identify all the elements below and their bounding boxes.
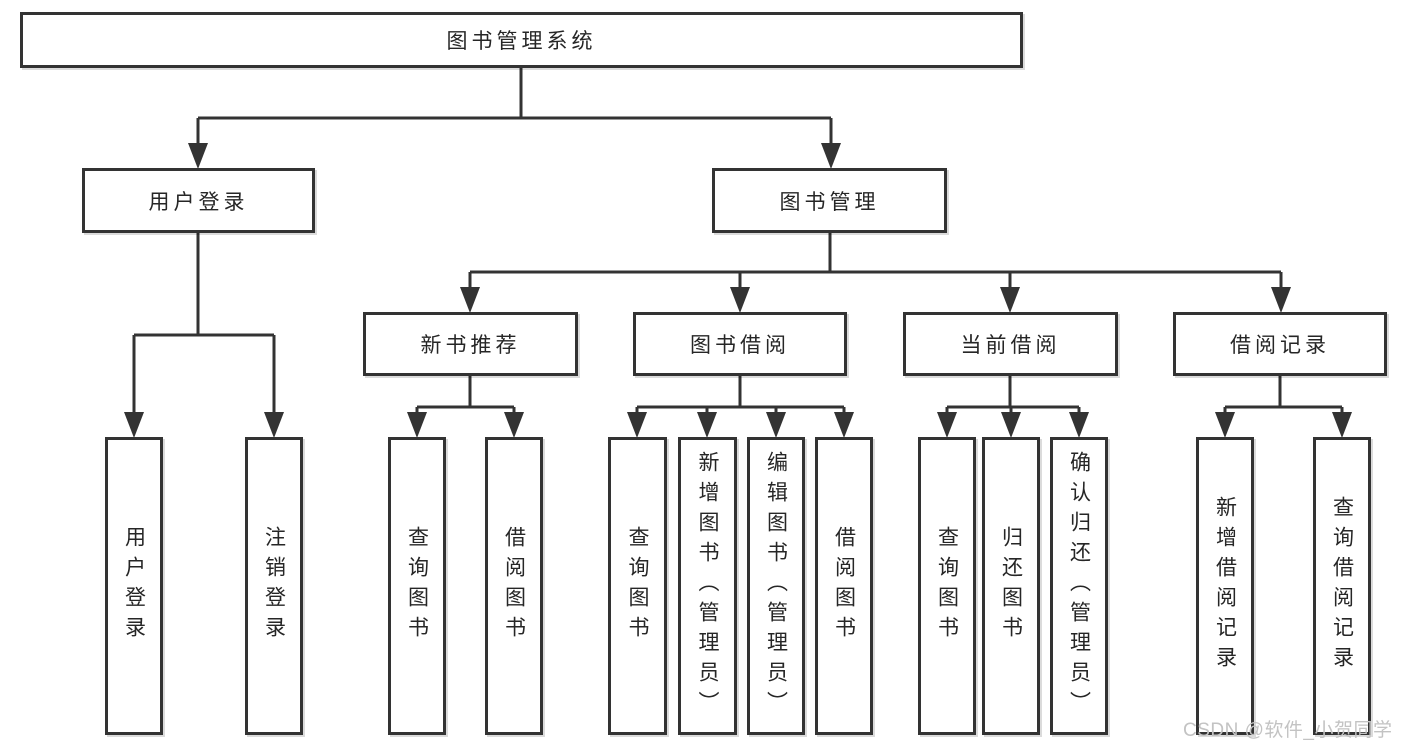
leaf-query-books-borrowing: 查询图书 (608, 437, 667, 735)
node-current-borrowing: 当前借阅 (903, 312, 1118, 376)
leaf-borrow-books-recommend-label: 借阅图书 (502, 526, 526, 646)
leaf-borrow-books-recommend: 借阅图书 (485, 437, 543, 735)
leaf-confirm-return-admin-label: 确认归还（管理员） (1067, 451, 1091, 721)
leaf-add-borrow-record: 新增借阅记录 (1196, 437, 1254, 735)
leaf-user-login-label: 用户登录 (122, 526, 146, 646)
leaf-query-books-recommend: 查询图书 (388, 437, 446, 735)
node-current-borrowing-label: 当前借阅 (960, 334, 1061, 357)
arrowheads (124, 143, 1352, 438)
leaf-borrow-books-borrowing: 借阅图书 (815, 437, 873, 735)
node-new-book-recommendation: 新书推荐 (363, 312, 578, 376)
node-root-label: 图书管理系统 (446, 30, 597, 53)
node-root: 图书管理系统 (20, 12, 1023, 68)
leaf-edit-book-admin: 编辑图书（管理员） (747, 437, 805, 735)
leaf-query-books-recommend-label: 查询图书 (405, 526, 429, 646)
node-new-book-recommendation-label: 新书推荐 (420, 334, 521, 357)
node-book-borrowing-label: 图书借阅 (690, 334, 790, 357)
leaf-return-book: 归还图书 (982, 437, 1040, 735)
leaf-query-books-borrowing-label: 查询图书 (626, 526, 649, 646)
leaf-add-book-admin: 新增图书（管理员） (678, 437, 737, 735)
node-book-management: 图书管理 (712, 168, 947, 233)
leaf-logout-label: 注销登录 (262, 526, 286, 646)
node-user-login-label: 用户登录 (148, 190, 249, 214)
node-borrowing-records: 借阅记录 (1173, 312, 1387, 376)
node-book-borrowing: 图书借阅 (633, 312, 847, 376)
watermark: CSDN @软件_小贺同学 (1183, 720, 1393, 741)
leaf-borrow-books-borrowing-label: 借阅图书 (832, 526, 856, 646)
leaf-logout: 注销登录 (245, 437, 303, 735)
leaf-query-books-current: 查询图书 (918, 437, 976, 735)
leaf-confirm-return-admin: 确认归还（管理员） (1050, 437, 1108, 735)
leaf-user-login: 用户登录 (105, 437, 163, 735)
leaf-add-book-admin-label: 新增图书（管理员） (696, 451, 719, 721)
leaf-query-books-current-label: 查询图书 (935, 526, 959, 646)
node-book-management-label: 图书管理 (779, 190, 880, 214)
leaf-add-borrow-record-label: 新增借阅记录 (1213, 496, 1237, 676)
leaf-query-borrow-record-label: 查询借阅记录 (1330, 496, 1354, 676)
node-user-login: 用户登录 (82, 168, 315, 233)
leaf-query-borrow-record: 查询借阅记录 (1313, 437, 1371, 735)
leaf-return-book-label: 归还图书 (999, 526, 1023, 646)
node-borrowing-records-label: 借阅记录 (1230, 334, 1330, 357)
leaf-edit-book-admin-label: 编辑图书（管理员） (764, 451, 788, 721)
